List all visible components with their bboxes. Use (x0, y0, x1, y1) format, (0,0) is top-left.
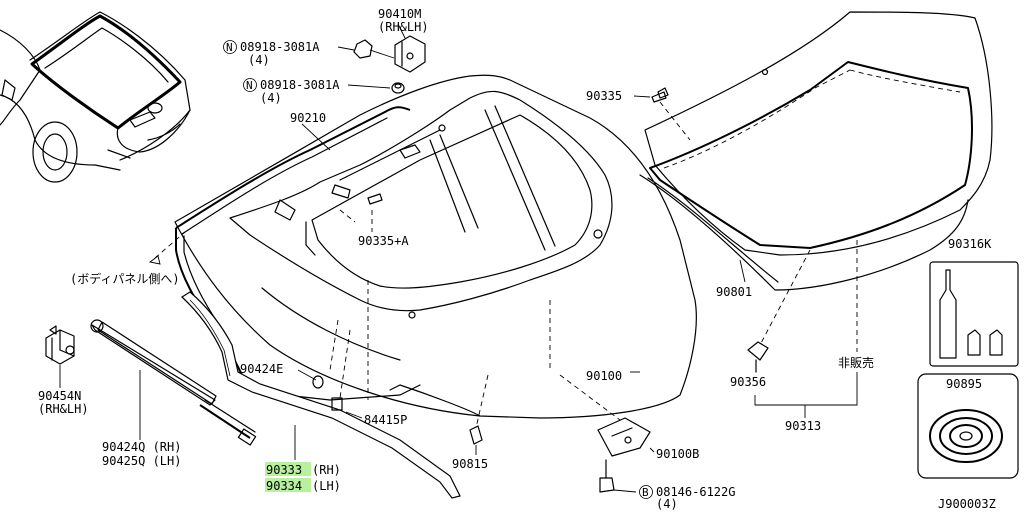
side-90334: (LH) (312, 479, 341, 493)
leaders (59, 23, 858, 493)
side-90333: (RH) (312, 463, 341, 477)
label-90424E: 90424E (240, 362, 283, 376)
label-90335: 90335 (586, 89, 622, 103)
label-90454N: 90454N (38, 389, 81, 403)
label-90100B: 90100B (656, 447, 699, 461)
label-90425Q: 90425Q (LH) (102, 454, 181, 468)
window-glass (639, 11, 993, 291)
qty-08918-a: (4) (248, 53, 270, 67)
label-08146: 08146-6122G (656, 485, 735, 499)
label-90424Q: 90424Q (RH) (102, 440, 181, 454)
label-90356: 90356 (730, 375, 766, 389)
label-90801: 90801 (716, 285, 752, 299)
kit-box-90316K (929, 261, 1019, 367)
hatch-door-90100 (174, 74, 697, 421)
finisher-strip-90333 (181, 291, 461, 499)
qty-08918-b: (4) (260, 91, 282, 105)
label-not-sold: 非販売 (838, 355, 874, 370)
qty-08146: (4) (656, 497, 678, 511)
figure-id: J900003Z (938, 497, 996, 511)
note-90410M: (RH&LH) (378, 20, 429, 34)
prefix-08918-a: N (226, 41, 233, 54)
car-thumbnail (0, 11, 191, 183)
label-90334: 90334 (266, 479, 302, 493)
label-90100: 90100 (586, 369, 622, 383)
label-90895: 90895 (946, 377, 982, 391)
label-90210: 90210 (290, 111, 326, 125)
small-parts (312, 35, 769, 493)
label-90335A: 90335+A (358, 234, 409, 248)
label-90815: 90815 (452, 457, 488, 471)
highlight-90333 (265, 462, 311, 476)
label-90316K: 90316K (948, 237, 992, 251)
label-08918-a: 08918-3081A (240, 40, 320, 54)
note-90454N: (RH&LH) (38, 402, 89, 416)
prefix-08918-b: N (246, 79, 253, 92)
label-84415P: 84415P (364, 413, 407, 427)
note-body-panel: (ボディパネル側へ) (70, 271, 180, 286)
prefix-08146: B (642, 486, 649, 499)
gas-strut (90, 319, 257, 446)
label-08918-b: 08918-3081A (260, 78, 340, 92)
label-90333: 90333 (266, 463, 302, 477)
tape-box-90895 (917, 373, 1019, 479)
hinge-90454N (45, 325, 75, 365)
highlight-90334 (265, 478, 311, 492)
label-90313: 90313 (785, 419, 821, 433)
label-90410M: 90410M (378, 7, 421, 21)
labels[interactable]: 90410M (RH&LH) N 08918-3081A (4) N 08918… (38, 7, 996, 511)
